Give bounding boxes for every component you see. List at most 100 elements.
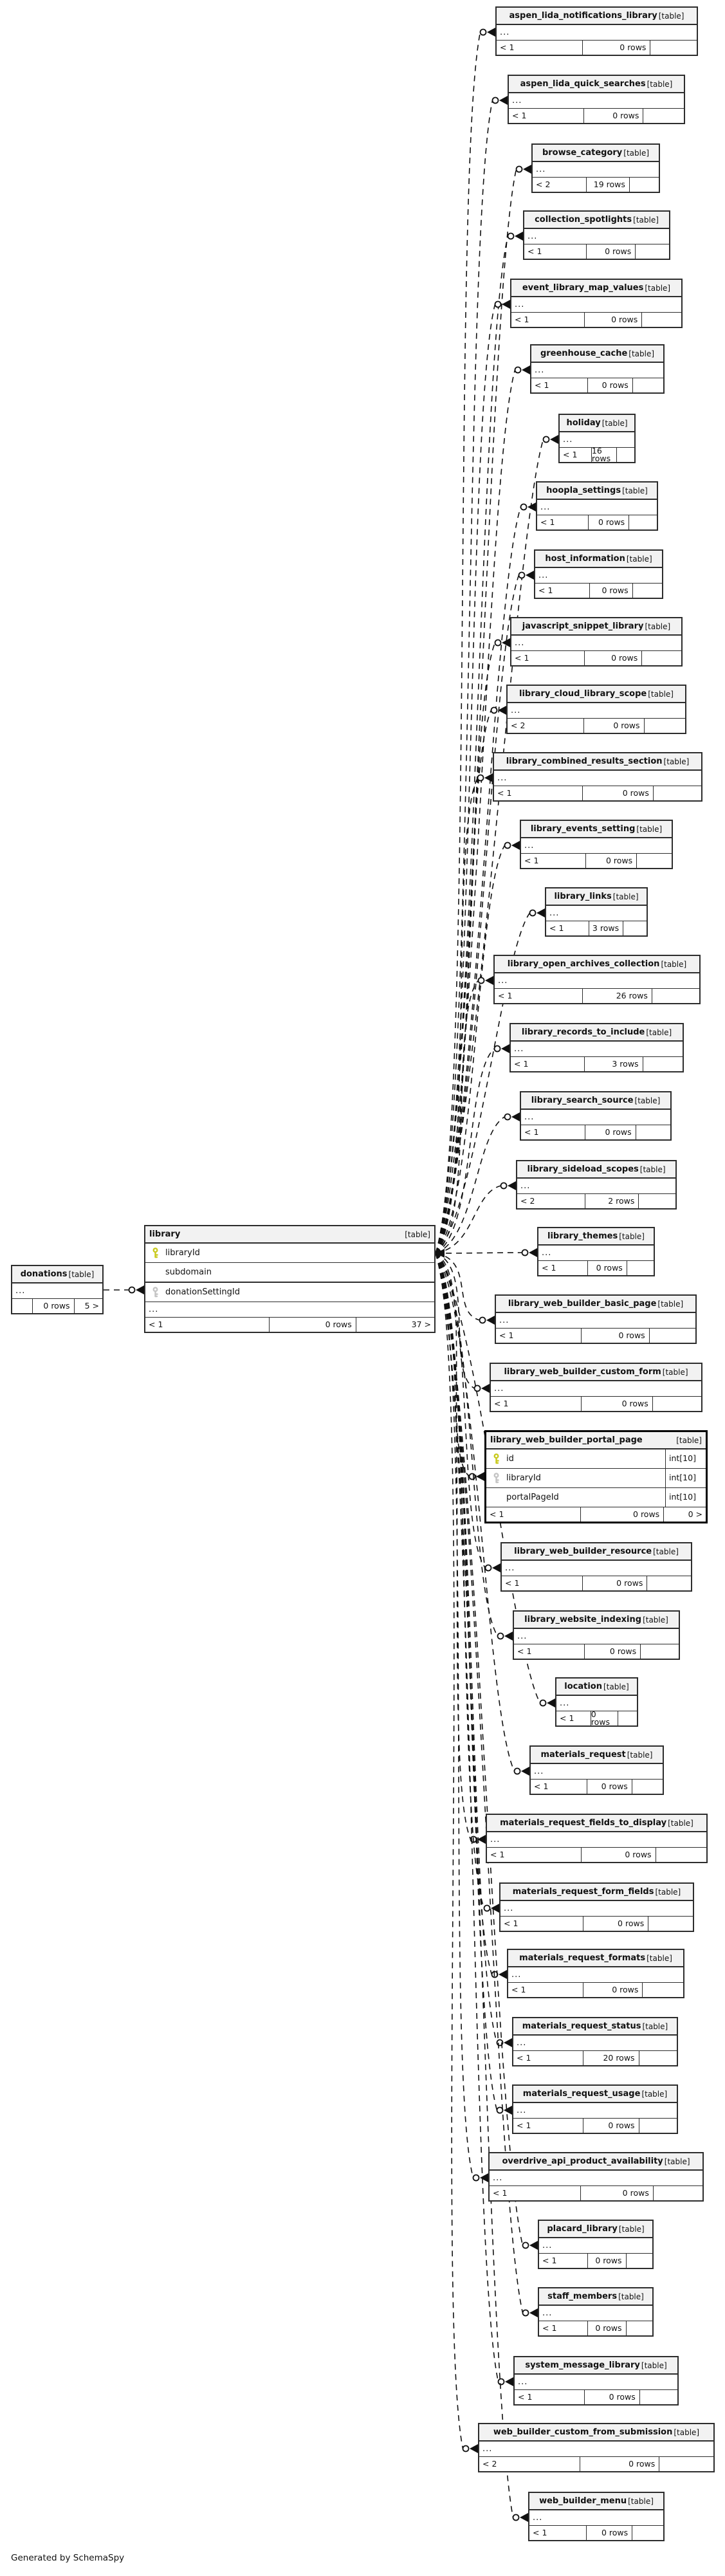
fk-in-count: < 1 (511, 1057, 585, 1071)
column-name: libraryId (506, 1473, 541, 1483)
table-box-library_combined_results_section[interactable]: library_combined_results_section[table].… (493, 752, 702, 802)
fk-in-count: < 1 (500, 1917, 583, 1931)
columns-ellipsis: ... (539, 2238, 652, 2254)
row-count: 0 rows (584, 109, 644, 123)
table-box-library_web_builder_portal_page[interactable]: library_web_builder_portal_page[table]id… (484, 1430, 708, 1523)
relationship-line (435, 369, 516, 1254)
crowfoot-arrow (511, 1112, 520, 1121)
table-header: greenhouse_cache[table] (531, 345, 663, 363)
row-count: 2 rows (585, 1194, 639, 1208)
columns-ellipsis: ... (502, 1561, 691, 1576)
relationship-line (435, 1253, 475, 1389)
table-tag: [table] (676, 1435, 702, 1445)
fk-out-count (652, 989, 699, 1003)
crowfoot-arrow (499, 96, 508, 105)
table-name: materials_request_formats (519, 1953, 646, 1963)
table-name: aspen_lida_notifications_library (509, 11, 657, 21)
table-box-web_builder_custom_from_submission[interactable]: web_builder_custom_from_submission[table… (478, 2423, 715, 2472)
relationship-line (435, 235, 509, 1254)
primary-key-icon (493, 1453, 499, 1464)
fk-out-count (639, 2119, 677, 2133)
crowfoot-arrow (480, 2173, 488, 2182)
fk-in-count: < 1 (495, 989, 583, 1003)
table-box-library_web_builder_resource[interactable]: library_web_builder_resource[table]...< … (500, 1542, 692, 1592)
table-box-library_web_builder_basic_page[interactable]: library_web_builder_basic_page[table]...… (495, 1294, 697, 1344)
table-box-library_open_archives_collection[interactable]: library_open_archives_collection[table].… (493, 955, 701, 1004)
table-name: staff_members (547, 2292, 618, 2301)
table-name: library_web_builder_basic_page (508, 1299, 657, 1309)
relationship-line (435, 100, 493, 1254)
relationship-line (435, 1116, 505, 1254)
table-header: materials_request_usage[table] (513, 2086, 677, 2103)
table-box-materials_request_fields_to_display[interactable]: materials_request_fields_to_display[tabl… (486, 1814, 708, 1863)
table-header: overdrive_api_product_availability[table… (490, 2153, 702, 2171)
generated-by-note: Generated by SchemaSpy (11, 2553, 125, 2563)
table-header: library_web_builder_basic_page[table] (496, 1296, 695, 1313)
table-box-materials_request_form_fields[interactable]: materials_request_form_fields[table]...<… (499, 1882, 694, 1932)
table-tag: [table] (634, 1096, 661, 1105)
table-header: library_search_source[table] (521, 1092, 670, 1110)
fk-in-count: < 1 (537, 515, 589, 529)
crowfoot-arrow (529, 1248, 537, 1257)
zero-circle (494, 300, 502, 308)
columns-ellipsis: ... (514, 1629, 679, 1644)
table-name: system_message_library (525, 2360, 640, 2370)
crowfoot-arrow (515, 232, 523, 241)
table-name: hoopla_settings (546, 486, 621, 495)
table-header: library_links[table] (546, 888, 647, 906)
fk-out-count (639, 1194, 675, 1208)
fk-in-count: < 1 (509, 109, 584, 123)
table-box-overdrive_api_product_availability[interactable]: overdrive_api_product_availability[table… (488, 2152, 704, 2202)
relationship-line (435, 1253, 480, 1321)
fk-in-count: < 1 (535, 584, 590, 598)
table-box-library_web_builder_custom_form[interactable]: library_web_builder_custom_form[table]..… (490, 1363, 702, 1412)
table-tag: [table] (643, 1615, 668, 1624)
table-header: collection_spotlights[table] (524, 212, 669, 229)
relationship-line (435, 32, 481, 1254)
table-name: materials_request_form_fields (512, 1887, 654, 1897)
column-row-libraryId: libraryId (145, 1244, 434, 1263)
crowfoot-arrow (504, 1632, 513, 1641)
table-box-aspen_lida_notifications_library[interactable]: aspen_lida_notifications_library[table].… (495, 6, 698, 56)
table-tag: [table] (405, 1229, 430, 1239)
zero-circle (468, 1473, 476, 1480)
table-box-library_cloud_library_scope[interactable]: library_cloud_library_scope[table]...< 2… (506, 685, 686, 734)
table-tag: [table] (645, 283, 671, 293)
table-name: materials_request (540, 1750, 626, 1760)
fk-out-count (642, 651, 681, 665)
crowfoot-arrow (502, 300, 510, 309)
columns-ellipsis: ... (479, 2442, 713, 2457)
